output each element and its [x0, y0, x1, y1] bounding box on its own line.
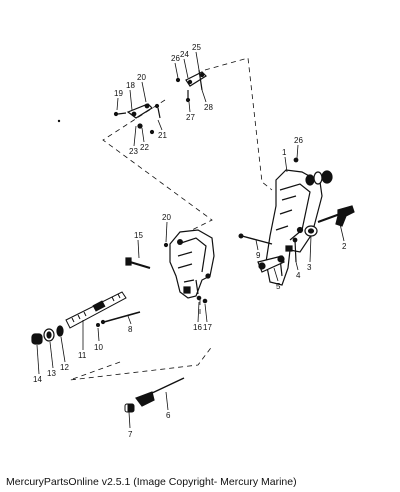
callout-26-upper: 26 [171, 54, 180, 63]
callout-19: 19 [114, 89, 123, 98]
callout-3: 3 [307, 263, 312, 272]
part-small-pin [96, 323, 100, 327]
part-nut-washer-stack [293, 157, 333, 186]
callout-11: 11 [78, 351, 87, 360]
part-lever-arm [135, 377, 185, 407]
callout-6: 6 [166, 411, 171, 420]
assembly-guide-lines [69, 57, 273, 381]
callout-12: 12 [60, 363, 69, 372]
callout-9: 9 [256, 251, 261, 260]
part-upper-left-bracket [113, 103, 161, 135]
part-end-hardware [31, 325, 64, 345]
part-upper-right-bracket [175, 69, 207, 103]
callout-26-right: 26 [294, 136, 303, 145]
callout-28: 28 [204, 103, 213, 112]
part-swivel-link [257, 255, 285, 273]
callout-17: 17 [203, 323, 212, 332]
callout-22: 22 [140, 143, 149, 152]
part-thin-rod [100, 311, 141, 325]
callout-8: 8 [128, 325, 133, 334]
part-bolt-left [125, 257, 151, 269]
stray-mark [57, 119, 61, 123]
part-pin-right [292, 237, 298, 263]
part-clamp-screw-cap [304, 225, 318, 237]
callout-20-upper: 20 [137, 73, 146, 82]
part-knob [124, 403, 135, 413]
part-transom-bracket-left [169, 229, 215, 299]
callout-21: 21 [158, 131, 167, 140]
callout-27: 27 [186, 113, 195, 122]
callout-2: 2 [342, 242, 347, 251]
callout-15: 15 [134, 231, 143, 240]
callout-10: 10 [94, 343, 103, 352]
callout-13: 13 [47, 369, 56, 378]
callout-20-lower: 20 [162, 213, 171, 222]
callout-25: 25 [192, 43, 201, 52]
callout-24: 24 [180, 50, 189, 59]
callout-16: 16 [193, 323, 202, 332]
callout-23: 23 [129, 147, 138, 156]
part-clamp-handle [317, 205, 355, 227]
callout-7: 7 [128, 430, 133, 439]
image-copyright-caption: MercuryPartsOnline v2.5.1 (Image Copyrig… [6, 476, 297, 488]
callout-leader-lines [36, 51, 345, 429]
callout-4: 4 [296, 271, 301, 280]
part-long-bolt [238, 233, 273, 245]
callout-14: 14 [33, 375, 42, 384]
part-small-fasteners [163, 242, 208, 304]
callout-1: 1 [282, 148, 287, 157]
callout-18: 18 [126, 81, 135, 90]
callout-5: 5 [276, 282, 281, 291]
part-tilt-tube [65, 291, 127, 329]
callout-numbers: 1 2 3 4 5 6 7 8 9 10 11 12 13 14 15 16 1… [33, 43, 347, 439]
